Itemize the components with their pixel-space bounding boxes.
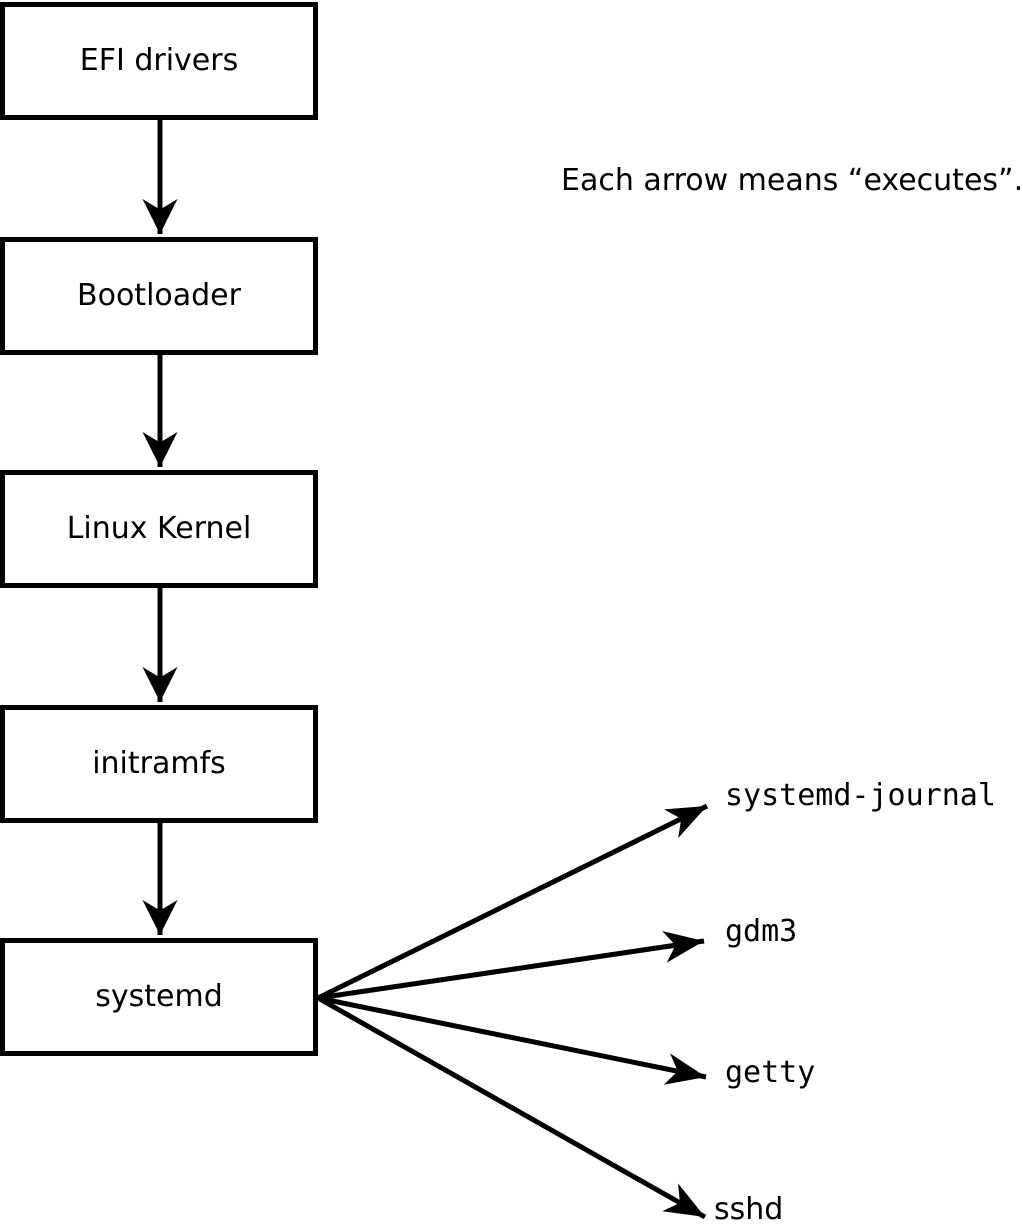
flow-box-label: Bootloader <box>77 278 241 313</box>
process-label-getty: getty <box>725 1055 816 1090</box>
arrow-systemd-to-sshd <box>316 995 707 1220</box>
arrow-systemd-to-getty <box>317 995 707 1085</box>
flow-box-initramfs: initramfs <box>0 705 318 823</box>
flow-box-systemd: systemd <box>0 938 318 1056</box>
process-label-gdm3: gdm3 <box>725 914 798 949</box>
arrow-systemd-to-systemd-journal <box>316 803 709 1001</box>
flow-box-bootloader: Bootloader <box>0 237 318 355</box>
flow-box-label: systemd <box>95 979 223 1014</box>
process-label-systemd-journal: systemd-journal <box>725 778 996 813</box>
legend-note: Each arrow means “executes”. <box>561 163 1023 198</box>
flow-box-label: Linux Kernel <box>66 511 252 546</box>
flow-box-linux-kernel: Linux Kernel <box>0 470 318 588</box>
arrow-systemd-to-gdm3 <box>317 931 705 1001</box>
process-label-sshd: sshd <box>714 1192 784 1227</box>
flow-box-label: EFI drivers <box>79 43 239 78</box>
flow-box-label: initramfs <box>92 746 226 781</box>
flow-box-efi-drivers: EFI drivers <box>0 2 318 120</box>
